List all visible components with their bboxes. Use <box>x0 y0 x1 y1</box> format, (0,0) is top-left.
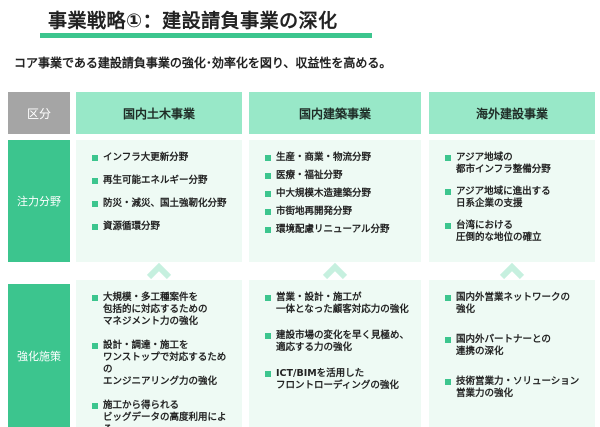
list-item: 施工から得られるビッグデータの高度利用による生産性の向上 <box>92 400 232 427</box>
column-header-overseas: 海外建設事業 <box>429 92 595 134</box>
strategy-cell-building: 営業・設計・施工が一体となった顧客対応力の強化建設市場の変化を早く見極め、適応す… <box>249 280 421 427</box>
chevron-up-icon <box>499 262 525 280</box>
chevron-up-icon <box>146 262 172 280</box>
list-item: 国内外パートナーとの連携の深化 <box>445 334 585 358</box>
focus-cell-overseas: アジア地域の都市インフラ整備分野アジア地域に進出する日系企業の支援台湾における圧… <box>429 140 595 262</box>
title-underline <box>40 33 372 38</box>
page-subtitle: コア事業である建設請負事業の強化･効率化を図り、収益性を高める。 <box>14 56 392 70</box>
strategy-cell-civil: 大規模・多工種案件を包括的に対応するためのマネジメント力の強化設計・調達・施工を… <box>76 280 242 427</box>
page-title: 事業戦略①：建設請負事業の深化 <box>48 10 338 32</box>
list-item: 営業・設計・施工が一体となった顧客対応力の強化 <box>265 292 411 316</box>
list-item: 中大規模木造建築分野 <box>265 188 411 200</box>
list-item: 環境配慮リニューアル分野 <box>265 224 411 236</box>
list-item: アジア地域の都市インフラ整備分野 <box>445 152 585 176</box>
list-item: 台湾における圧倒的な地位の確立 <box>445 220 585 244</box>
list-item: 防災・減災、国土強靭化分野 <box>92 198 232 210</box>
list-item: 資源循環分野 <box>92 221 232 233</box>
column-header-domestic-civil: 国内土木事業 <box>76 92 242 134</box>
strategy-cell-overseas: 国内外営業ネットワークの強化国内外パートナーとの連携の深化技術営業力・ソリューシ… <box>429 280 595 427</box>
list-item: 技術営業力・ソリューション営業力の強化 <box>445 376 585 400</box>
list-item: 市街地再開発分野 <box>265 206 411 218</box>
list-item: ICT/BIMを活用したフロントローディングの強化 <box>265 368 411 392</box>
list-item: 医療・福祉分野 <box>265 170 411 182</box>
list-item: 設計・調達・施工をワンストップで対応するためのエンジニアリング力の強化 <box>92 340 232 388</box>
list-item: 生産・商業・物流分野 <box>265 152 411 164</box>
focus-cell-civil: インフラ大更新分野再生可能エネルギー分野防災・減災、国土強靭化分野資源循環分野 <box>76 140 242 262</box>
column-header-domestic-building: 国内建築事業 <box>249 92 421 134</box>
list-item: アジア地域に進出する日系企業の支援 <box>445 186 585 210</box>
list-item: インフラ大更新分野 <box>92 152 232 164</box>
corner-label: 区分 <box>8 92 70 134</box>
focus-cell-building: 生産・商業・物流分野医療・福祉分野中大規模木造建築分野市街地再開発分野環境配慮リ… <box>249 140 421 262</box>
row-label-focus: 注力分野 <box>8 140 70 262</box>
list-item: 再生可能エネルギー分野 <box>92 175 232 187</box>
chevron-up-icon <box>322 262 348 280</box>
list-item: 建設市場の変化を早く見極め、適応する力の強化 <box>265 330 411 354</box>
list-item: 国内外営業ネットワークの強化 <box>445 292 585 316</box>
list-item: 大規模・多工種案件を包括的に対応するためのマネジメント力の強化 <box>92 292 232 328</box>
row-label-strategy: 強化施策 <box>8 284 70 427</box>
